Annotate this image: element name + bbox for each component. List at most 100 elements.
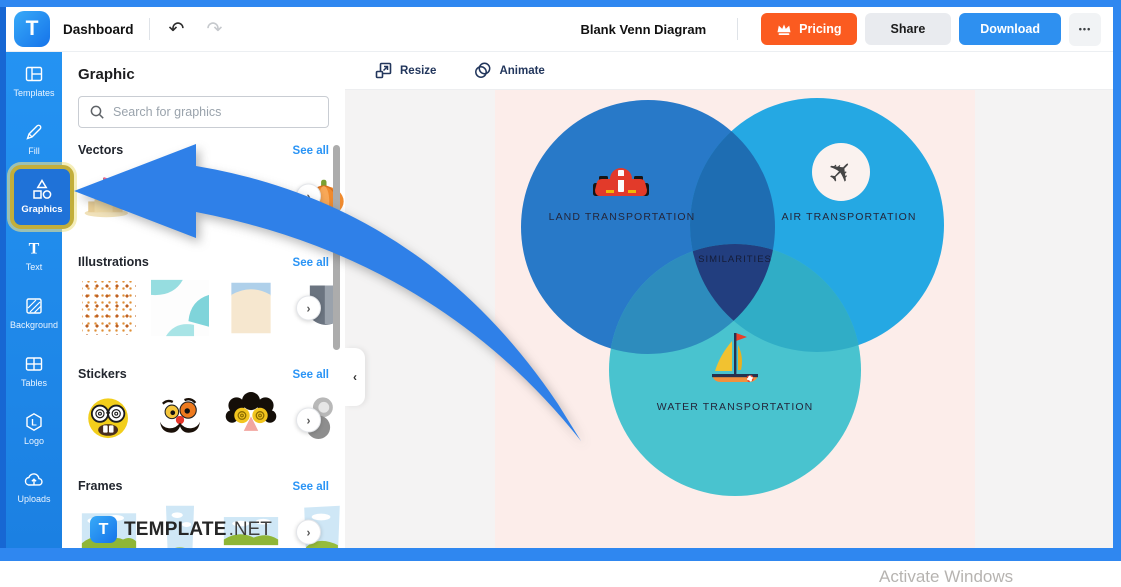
section-title: Vectors [78, 143, 124, 157]
graphic-thumbnail-groucho-glasses[interactable] [220, 390, 282, 450]
sidebar-item-templates[interactable]: Templates [6, 52, 62, 110]
panel-title: Graphic [78, 66, 135, 83]
text-icon: T [29, 241, 40, 258]
dashboard-link[interactable]: Dashboard [63, 21, 134, 37]
section-title: Frames [78, 479, 123, 493]
share-button[interactable]: Share [864, 13, 952, 45]
race-kart-icon[interactable] [593, 168, 649, 196]
panel-scrollbar[interactable] [333, 145, 340, 350]
svg-text:T: T [29, 241, 40, 258]
venn-label-air[interactable]: AIR TRANSPORTATION [781, 211, 916, 223]
venn-label-land[interactable]: LAND TRANSPORTATION [549, 211, 696, 223]
graphic-thumbnail-mustache-face[interactable] [149, 390, 211, 450]
pricing-label: Pricing [799, 22, 842, 36]
animate-icon [475, 62, 491, 78]
canvas-page[interactable]: ✈ LAND TRANSPORTATION AIR TRANSPORTATION… [495, 90, 975, 548]
sidebar-item-uploads[interactable]: Uploads [6, 458, 62, 516]
sidebar: Templates Fill T Text Background Tables [6, 52, 62, 548]
template-net-brand: TEMPLATE [124, 518, 227, 540]
sidebar-item-text[interactable]: T Text [6, 226, 62, 284]
graphic-thumbnail-autumn-leaves[interactable] [220, 166, 282, 226]
background-icon [26, 298, 42, 314]
topbar: T Dashboard ↶ ↷ Blank Venn Diagram Prici… [0, 7, 1113, 52]
sidebar-item-label: Logo [23, 436, 45, 446]
uploads-icon [24, 473, 43, 486]
animate-label: Animate [499, 64, 545, 77]
venn-label-similarities[interactable]: SIMILARITIES [698, 254, 772, 265]
next-arrow-icon[interactable]: › [296, 183, 321, 209]
divider [148, 18, 150, 40]
sidebar-item-fill[interactable]: Fill [6, 110, 62, 168]
canvas-toolbar: Resize Animate [345, 52, 1113, 90]
next-arrow-icon[interactable]: › [296, 519, 321, 545]
search-input[interactable] [113, 105, 318, 119]
vectors-row: › [78, 166, 344, 226]
graphics-search[interactable] [78, 96, 329, 128]
crown-icon [777, 24, 791, 35]
venn-label-water[interactable]: WATER TRANSPORTATION [657, 401, 814, 413]
sidebar-item-label: Uploads [17, 494, 51, 504]
sailboat-icon[interactable] [712, 333, 758, 383]
frame-border-right [1113, 0, 1121, 561]
graphic-thumbnail-frame-banner[interactable] [220, 502, 282, 548]
search-icon [90, 105, 104, 119]
graphic-thumbnail-confetti[interactable] [78, 278, 140, 338]
tables-icon [25, 357, 43, 371]
template-net-tld: .NET [228, 518, 272, 540]
section-stickers: Stickers See all [78, 367, 333, 450]
app-logo-letter: T [25, 17, 39, 40]
sidebar-item-label: Fill [28, 146, 40, 156]
section-vectors: Vectors See all [78, 143, 344, 226]
graphic-thumbnail-frame-tall[interactable] [149, 502, 211, 548]
section-frames: Frames See all [78, 479, 340, 548]
sidebar-item-label: Background [9, 320, 59, 330]
app-logo[interactable]: T [14, 11, 50, 47]
next-arrow-icon[interactable]: › [296, 407, 321, 433]
see-all-link[interactable]: See all [292, 145, 329, 157]
graphics-panel: Graphic Vectors See all [62, 52, 345, 548]
pricing-button[interactable]: Pricing [761, 13, 857, 45]
sidebar-item-graphics[interactable]: Graphics [10, 165, 74, 229]
collapse-panel-icon[interactable]: ‹ [345, 348, 365, 406]
graphics-icon [33, 179, 52, 199]
airplane-badge[interactable] [812, 143, 870, 201]
section-illustrations: Illustrations See all [78, 255, 335, 338]
resize-label: Resize [400, 64, 437, 77]
see-all-link[interactable]: See all [292, 369, 329, 381]
divider [737, 18, 739, 40]
logo-icon: L [26, 412, 42, 432]
svg-text:L: L [31, 417, 37, 427]
resize-button[interactable]: Resize [375, 62, 436, 79]
graphic-thumbnail-beige-arch[interactable] [220, 278, 282, 338]
venn-diagram[interactable]: ✈ LAND TRANSPORTATION AIR TRANSPORTATION… [495, 90, 975, 548]
editor-main: Resize Animate [345, 52, 1113, 586]
sidebar-item-tables[interactable]: Tables [6, 342, 62, 400]
sidebar-item-logo[interactable]: L Logo [6, 400, 62, 458]
graphic-thumbnail-teal-abstract[interactable] [149, 278, 211, 338]
graphic-thumbnail-autumn-deer[interactable] [149, 166, 211, 226]
download-button[interactable]: Download [959, 13, 1061, 45]
redo-icon[interactable]: ↷ [202, 18, 226, 41]
see-all-link[interactable]: See all [292, 481, 329, 493]
animate-button[interactable]: Animate [474, 62, 545, 79]
sidebar-item-label: Graphics [21, 204, 63, 215]
illustrations-row: › [78, 278, 335, 338]
activate-windows-watermark: Activate Windows [879, 567, 1014, 586]
resize-icon [375, 62, 392, 79]
see-all-link[interactable]: See all [292, 257, 329, 269]
frame-border-bottom [0, 548, 1121, 561]
frames-row: › [78, 502, 340, 548]
sidebar-item-background[interactable]: Background [6, 284, 62, 342]
next-arrow-icon[interactable]: › [296, 295, 321, 321]
graphic-thumbnail-smiley-glasses[interactable] [78, 390, 140, 450]
graphic-thumbnail-sandcastle[interactable] [78, 166, 140, 226]
sidebar-item-label: Tables [20, 378, 47, 388]
template-net-logo-icon: T [90, 516, 117, 543]
stickers-row: › [78, 390, 333, 450]
fill-icon [26, 124, 42, 140]
sidebar-item-label: Text [25, 262, 43, 272]
document-title[interactable]: Blank Venn Diagram [580, 21, 707, 37]
workspace: ✈ LAND TRANSPORTATION AIR TRANSPORTATION… [345, 90, 1113, 586]
more-options-button[interactable]: ••• [1069, 12, 1101, 46]
undo-icon[interactable]: ↶ [165, 18, 189, 41]
